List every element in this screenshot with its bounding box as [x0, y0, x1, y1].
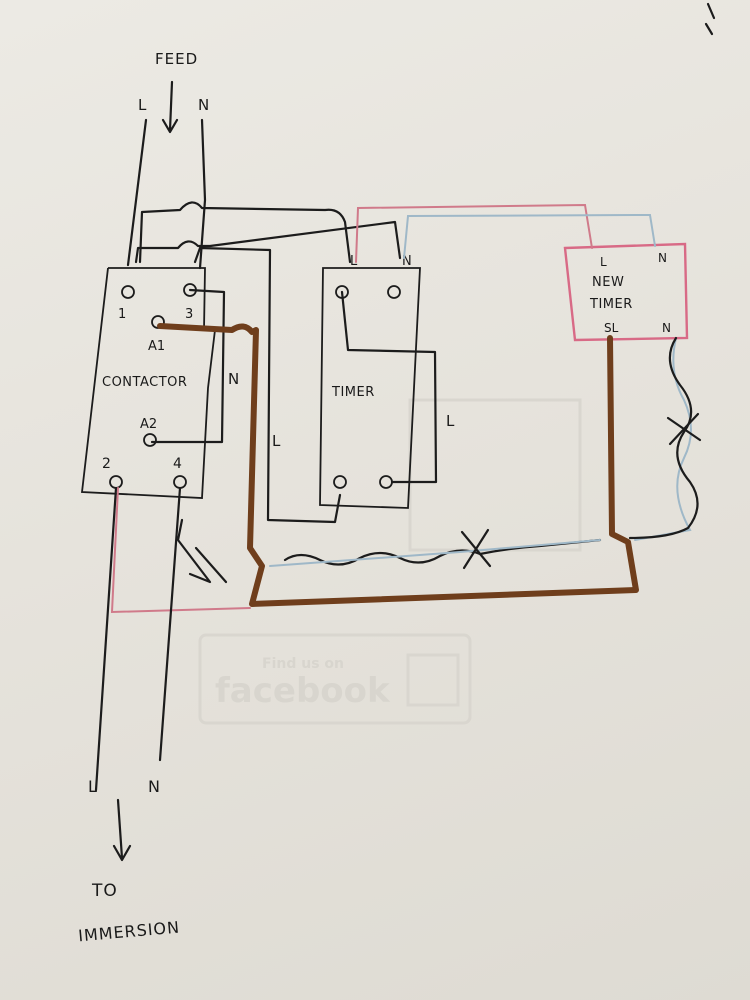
- new-timer-title-line1: NEW: [592, 275, 624, 290]
- immersion-arrow: [112, 798, 132, 862]
- new-timer-l-label: L: [600, 255, 607, 269]
- new-switched-live-wire: [157, 323, 639, 607]
- contactor-label-3: 3: [185, 307, 193, 322]
- timer-switched-wire: [340, 290, 438, 484]
- corner-marks: [704, 2, 716, 36]
- feed-label: FEED: [155, 50, 198, 68]
- contactor-a2-neutral-wire: [150, 288, 226, 444]
- contactor-label-1: 1: [118, 307, 126, 322]
- removal-cross-middle: [460, 528, 492, 570]
- new-timer-neutral-feed: [403, 213, 656, 259]
- removal-cross-right: [666, 412, 702, 446]
- contactor-terminal-2: [109, 475, 123, 489]
- ghost-logo-box: [406, 653, 460, 707]
- contactor-label-a2: A2: [140, 417, 157, 432]
- removed-neutral-squiggle: [628, 336, 699, 540]
- contactor: 1 3 A1 A2 2 4 CONTACTOR: [80, 267, 217, 499]
- timer-terminal-n: [387, 285, 401, 299]
- removal-cross-left: [176, 518, 228, 584]
- ghost-brand: facebook: [215, 671, 391, 711]
- output-live-pink: [110, 487, 251, 614]
- immersion-label-line1: TO: [91, 881, 118, 901]
- timer-terminal-out-1: [333, 475, 347, 489]
- immersion-neutral-wire: [158, 486, 182, 762]
- new-timer: L N NEW TIMER SL N: [563, 242, 689, 342]
- timer-n-label: N: [402, 254, 412, 269]
- immersion-n-label: N: [148, 777, 160, 796]
- ghost-tagline: Find us on: [262, 656, 344, 672]
- upper-link-wire: [138, 201, 352, 264]
- feed-l-label: L: [138, 96, 147, 114]
- timer-terminal-out-2: [379, 475, 393, 489]
- new-timer-title-line2: TIMER: [589, 297, 633, 312]
- contactor-n-label: N: [228, 370, 239, 388]
- timer-side-l-label: L: [446, 412, 455, 430]
- loop-l-label: L: [272, 432, 281, 450]
- feed-n-label: N: [198, 96, 209, 114]
- contactor-terminal-a2: [143, 433, 157, 447]
- neutral-link-wire: [134, 220, 402, 264]
- timer-return-wire: [193, 246, 342, 524]
- contactor-label-2: 2: [102, 456, 111, 472]
- feed-live-wire: [126, 118, 148, 267]
- immersion-label-line2: IMMERSION: [77, 918, 180, 946]
- new-timer-neutral-return: [634, 337, 692, 541]
- new-timer-live-feed: [355, 203, 593, 263]
- new-timer-outline: [563, 242, 689, 342]
- new-timer-sl-label: SL: [604, 321, 619, 335]
- feed-arrow: [161, 80, 179, 134]
- timer-outline: [319, 267, 421, 509]
- timer-l-label: L: [350, 254, 358, 269]
- timer-title: TIMER: [331, 385, 375, 400]
- contactor-title: CONTACTOR: [102, 375, 187, 390]
- new-timer-n-label: N: [658, 251, 667, 265]
- immersion-l-label: L: [88, 777, 97, 796]
- contactor-terminal-4: [173, 475, 187, 489]
- immersion-live-wire: [94, 486, 118, 792]
- new-timer-n2-label: N: [662, 321, 671, 335]
- ghost-panel: [198, 633, 472, 725]
- bottom-neutral-wire: [269, 539, 601, 567]
- timer: L N TIMER: [319, 254, 421, 509]
- contactor-label-a1: A1: [148, 339, 165, 354]
- contactor-terminal-1: [121, 285, 135, 299]
- contactor-label-4: 4: [173, 456, 182, 472]
- contactor-outline: [80, 267, 217, 499]
